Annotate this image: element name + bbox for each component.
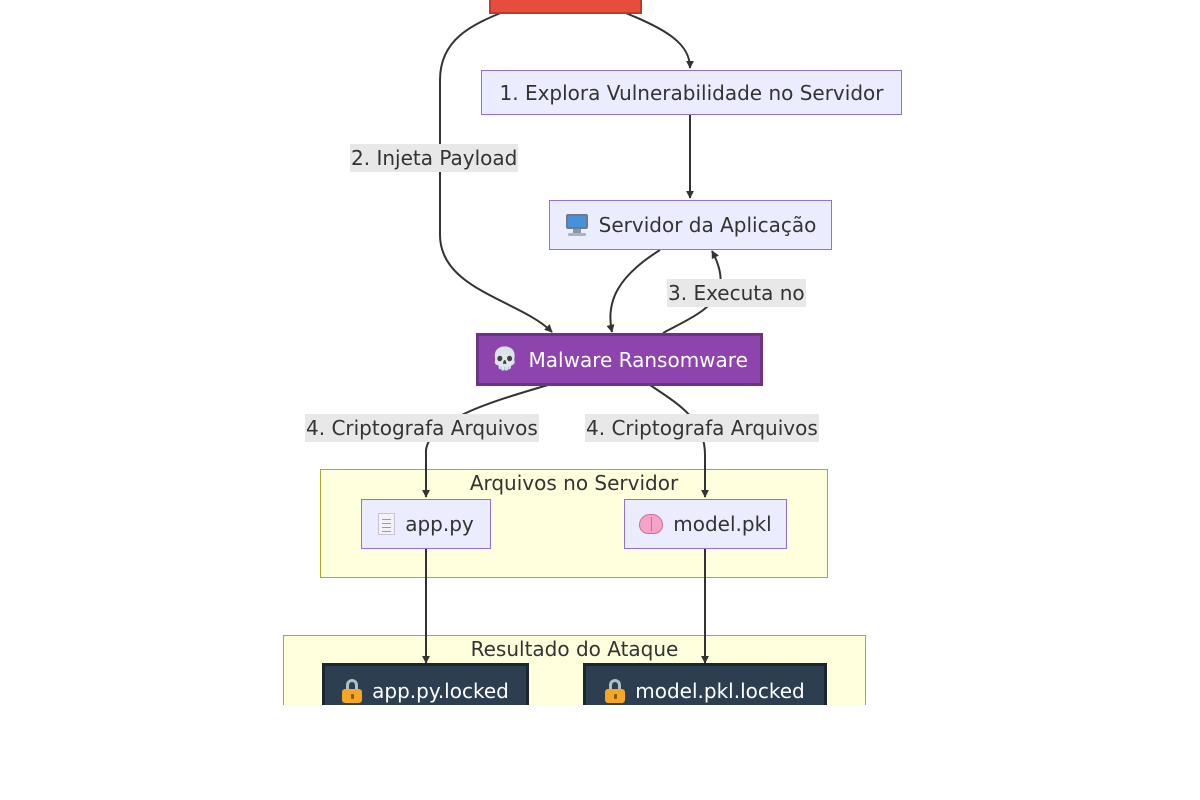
desktop-computer-icon [565, 214, 589, 236]
application-server-node: Servidor da Aplicação [549, 200, 832, 250]
model-pkl-locked-node: model.pkl.locked [583, 663, 827, 705]
app-py-locked-node: app.py.locked [322, 663, 529, 705]
model-pkl-locked-label: model.pkl.locked [635, 679, 805, 703]
exploit-vulnerability-node: 1. Explora Vulnerabilidade no Servidor [481, 70, 902, 115]
edge-attacker-to-exploit [617, 9, 694, 69]
diagram-viewport: Arquivos no Servidor Resultado do Ataque… [283, 0, 902, 705]
brain-icon [639, 514, 664, 534]
app-py-file-label: app.py [405, 512, 474, 536]
skull-icon: 💀 [491, 346, 519, 372]
ransomware-malware-label: Malware Ransomware [528, 347, 748, 372]
page-icon [378, 513, 396, 535]
cluster-server-files-title: Arquivos no Servidor [469, 471, 679, 495]
edge-label-encrypt-model: 4. Criptografa Arquivos [585, 414, 819, 442]
edge-label-encrypt-app: 4. Criptografa Arquivos [305, 414, 539, 442]
attacker-node [489, 0, 642, 14]
application-server-label: Servidor da Aplicação [598, 213, 817, 237]
edge-attacker-to-malware [439, 9, 553, 333]
model-pkl-file-label: model.pkl [673, 512, 772, 536]
lock-icon [342, 679, 363, 703]
lock-icon [605, 679, 626, 703]
app-py-file-node: app.py [361, 499, 491, 549]
model-pkl-file-node: model.pkl [624, 499, 787, 549]
cluster-attack-result-title: Resultado do Ataque [470, 637, 679, 661]
edge-server-to-malware [606, 249, 661, 333]
exploit-vulnerability-label: 1. Explora Vulnerabilidade no Servidor [499, 80, 884, 105]
edge-label-executes-on: 3. Executa no [667, 279, 806, 307]
edge-label-inject-payload: 2. Injeta Payload [350, 144, 519, 172]
app-py-locked-label: app.py.locked [372, 679, 509, 703]
edges-layer [422, 9, 722, 664]
ransomware-malware-node: 💀 Malware Ransomware [476, 333, 763, 386]
